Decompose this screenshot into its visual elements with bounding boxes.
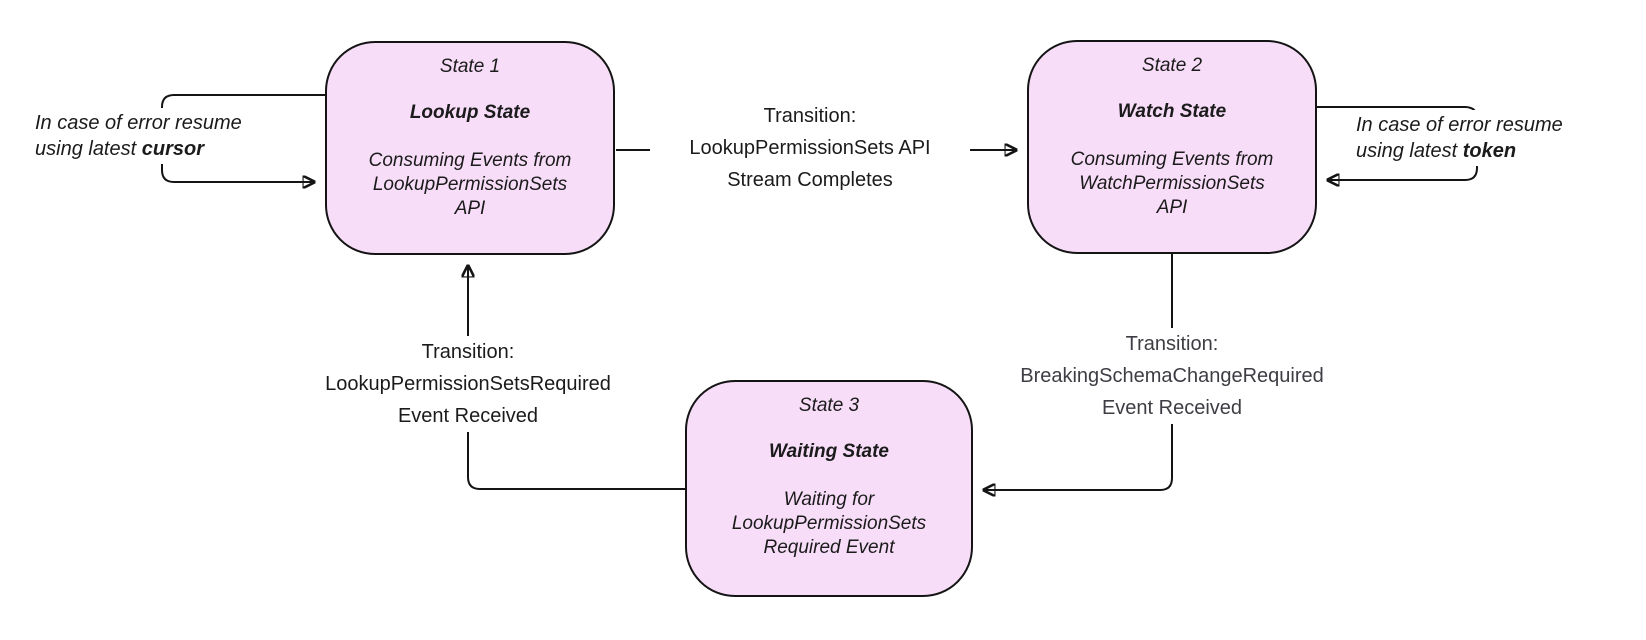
transition-label-line: Event Received — [397, 405, 539, 427]
error-resume-token-prefix: using latest — [1356, 140, 1463, 162]
error-resume-token-line2: using latest token — [1356, 138, 1614, 164]
error-resume-token-keyword: token — [1462, 140, 1517, 162]
state2-description-line: Consuming Events from — [1070, 149, 1274, 170]
transition-label-line: Stream Completes — [727, 169, 893, 191]
state3-waiting-box: State 3 Waiting State Waiting for Lookup… — [685, 380, 973, 597]
arrow-state3-to-state1 — [468, 266, 685, 490]
error-resume-token-line1: In case of error resume — [1356, 114, 1563, 136]
error-resume-cursor-line2: using latest cursor — [35, 136, 279, 162]
transition-label-line: Transition: — [763, 105, 857, 127]
state3-description: Waiting for LookupPermissionSets Require… — [732, 488, 926, 560]
transition-label-line: LookupPermissionSets API — [689, 137, 931, 159]
transition-lookup-stream-completes-label: Transition: LookupPermissionSets API Str… — [650, 100, 970, 196]
transition-label-line: Transition: — [421, 341, 515, 363]
state1-description-line: LookupPermissionSets — [372, 174, 568, 195]
state3-description-line: LookupPermissionSets — [731, 513, 927, 534]
state2-name: Watch State — [1117, 101, 1227, 122]
state1-description-line: API — [454, 198, 486, 219]
state3-description-line: Required Event — [763, 537, 895, 558]
arrow-state2-to-state3 — [984, 254, 1173, 490]
state3-description-line: Waiting for — [783, 489, 875, 510]
state2-description-line: API — [1156, 197, 1188, 218]
transition-label-line: BreakingSchemaChangeRequired — [1020, 365, 1324, 387]
state2-title: State 2 — [1141, 55, 1203, 76]
state1-title: State 1 — [439, 56, 501, 77]
state1-name: Lookup State — [409, 102, 531, 123]
error-resume-cursor-prefix: using latest — [35, 138, 142, 160]
transition-lookup-required-label: Transition: LookupPermissionSetsRequired… — [303, 336, 633, 432]
state2-description: Consuming Events from WatchPermissionSet… — [1071, 148, 1274, 220]
state1-lookup-box: State 1 Lookup State Consuming Events fr… — [325, 41, 615, 255]
state1-description-line: Consuming Events from — [368, 150, 572, 171]
transition-label-line: Transition: — [1125, 333, 1219, 355]
error-resume-token-label: In case of error resume using latest tok… — [1352, 110, 1618, 166]
state2-description-line: WatchPermissionSets — [1079, 173, 1265, 194]
transition-breaking-schema-change-label: Transition: BreakingSchemaChangeRequired… — [1007, 328, 1337, 424]
state2-watch-box: State 2 Watch State Consuming Events fro… — [1027, 40, 1317, 254]
transition-label-line: Event Received — [1101, 397, 1243, 419]
state1-description: Consuming Events from LookupPermissionSe… — [369, 149, 572, 221]
error-resume-cursor-keyword: cursor — [141, 138, 204, 160]
transition-label-line: LookupPermissionSetsRequired — [325, 373, 611, 395]
state3-name: Waiting State — [769, 441, 889, 462]
error-resume-cursor-label: In case of error resume using latest cur… — [31, 108, 283, 164]
error-resume-cursor-line1: In case of error resume — [35, 112, 242, 134]
state3-title: State 3 — [798, 395, 860, 416]
